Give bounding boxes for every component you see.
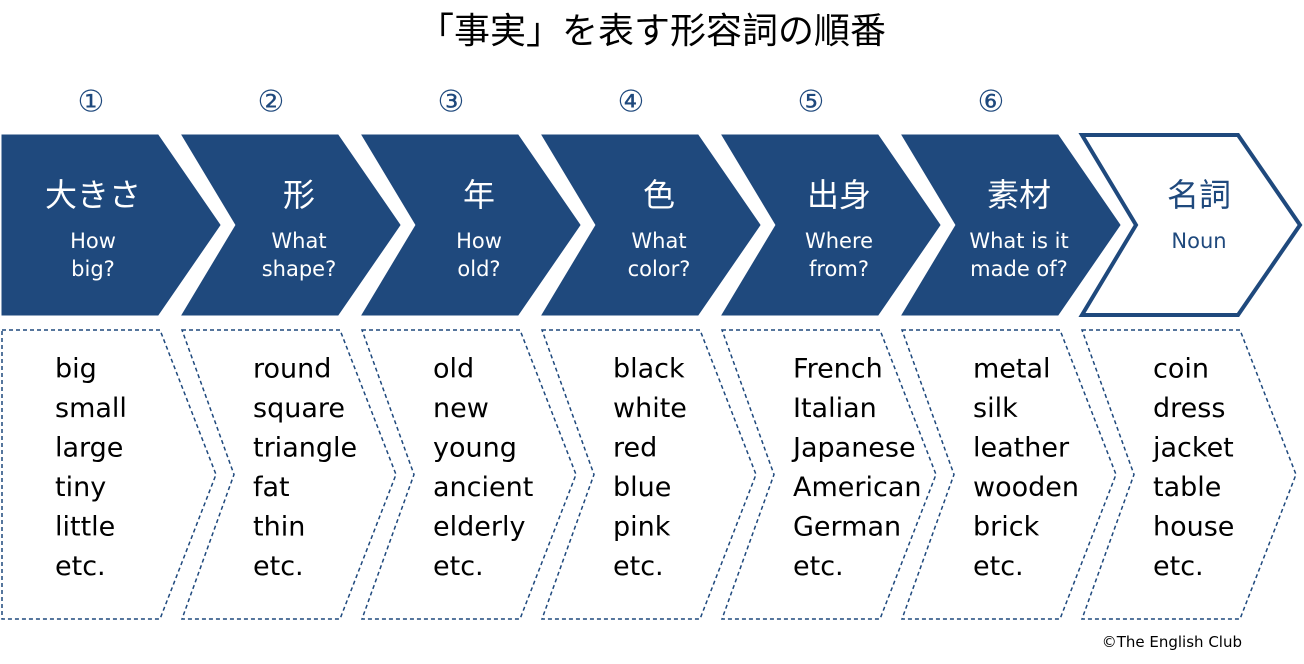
example-word: leather (973, 433, 1070, 464)
heading-chevron (1, 134, 221, 316)
step-3: ③ 年 How old? old new young ancient elderly etc. (360, 85, 581, 620)
example-word: table (1153, 472, 1221, 503)
example-word: dress (1153, 393, 1225, 424)
category-heading: 年 (463, 176, 495, 214)
heading-chevron (361, 134, 581, 316)
example-word: red (613, 433, 657, 464)
example-word: tiny (55, 472, 106, 503)
example-word: round (253, 354, 331, 385)
examples-chevron (900, 329, 1117, 620)
heading-chevron (721, 134, 941, 316)
category-question: old? (457, 257, 500, 281)
examples-chevron (360, 329, 577, 620)
example-word: brick (973, 512, 1040, 543)
category-question: made of? (970, 257, 1068, 281)
example-word: old (433, 354, 474, 385)
example-word: French (793, 354, 883, 385)
example-word: metal (973, 354, 1051, 385)
example-word: ancient (433, 472, 533, 503)
heading-chevron (1078, 133, 1303, 317)
examples-chevron (180, 329, 397, 620)
step-2: ② 形 What shape? round square triangle fat thin et… (180, 85, 401, 620)
category-question: from? (809, 257, 869, 281)
category-question: What (631, 229, 686, 253)
example-word: house (1153, 512, 1234, 543)
example-word: etc. (1153, 551, 1204, 582)
category-heading: 素材 (987, 176, 1051, 214)
category-question: What (271, 229, 326, 253)
step-4: ④ 色 What color? black white red blue pink etc. (540, 85, 761, 620)
step-6: ⑥ 素材 What is it made of? metal silk leather woo… (900, 85, 1121, 620)
example-word: pink (613, 512, 671, 543)
example-word: large (55, 433, 123, 464)
example-word: white (613, 393, 687, 424)
copyright-notice: ©The English Club (1101, 633, 1242, 651)
category-question: Where (805, 229, 873, 253)
category-question: How (456, 229, 502, 253)
examples-chevron (1, 329, 217, 620)
example-word: etc. (253, 551, 304, 582)
category-question: How (70, 229, 116, 253)
example-word: American (793, 472, 922, 503)
category-heading: 出身 (807, 176, 871, 214)
heading-chevron (181, 134, 401, 316)
category-question: shape? (262, 257, 337, 281)
category-question: Noun (1171, 229, 1226, 253)
page-title: 「事実」を表す形容詞の順番 (417, 11, 886, 52)
example-word: etc. (613, 551, 664, 582)
step-number: ② (258, 85, 285, 120)
step-number: ③ (438, 85, 465, 120)
example-word: fat (253, 472, 290, 503)
category-question: color? (628, 257, 691, 281)
example-word: silk (973, 393, 1018, 424)
example-word: jacket (1152, 433, 1234, 464)
category-heading: 形 (283, 176, 315, 214)
example-word: German (793, 512, 901, 543)
step-number: ④ (618, 85, 645, 120)
example-word: small (55, 393, 127, 424)
example-word: etc. (55, 551, 106, 582)
heading-chevron (541, 134, 761, 316)
example-word: Japanese (791, 433, 916, 464)
example-word: blue (613, 472, 671, 503)
category-question: big? (71, 257, 115, 281)
example-word: triangle (253, 433, 357, 464)
category-heading: 大きさ (45, 176, 141, 214)
step-7: 名詞 Noun coin dress jacket table house etc. (1078, 133, 1303, 620)
example-word: thin (253, 512, 305, 543)
example-word: etc. (433, 551, 484, 582)
examples-chevron (540, 329, 757, 620)
example-word: black (613, 354, 685, 385)
example-word: elderly (433, 512, 525, 543)
example-word: Italian (793, 393, 877, 424)
step-1: ① 大きさ How big? big small large tiny little etc. (1, 85, 221, 620)
step-number: ⑥ (978, 85, 1005, 120)
example-word: young (433, 433, 517, 464)
example-word: little (55, 512, 115, 543)
step-5: ⑤ 出身 Where from? FrenchItalianJapaneseAmeric… (720, 85, 941, 620)
example-word: square (253, 393, 345, 424)
heading-chevron (901, 134, 1121, 316)
example-word: new (433, 393, 489, 424)
category-heading: 名詞 (1167, 176, 1231, 214)
step-number: ⑤ (798, 85, 825, 120)
category-heading: 色 (643, 176, 675, 214)
step-number: ① (78, 85, 105, 120)
category-question: What is it (969, 229, 1068, 253)
example-word: big (55, 354, 97, 385)
example-word: etc. (973, 551, 1024, 582)
example-word: etc. (793, 551, 844, 582)
examples-chevron (720, 329, 937, 620)
example-word: coin (1153, 354, 1209, 385)
examples-chevron (1080, 329, 1297, 620)
example-word: wooden (973, 472, 1079, 503)
